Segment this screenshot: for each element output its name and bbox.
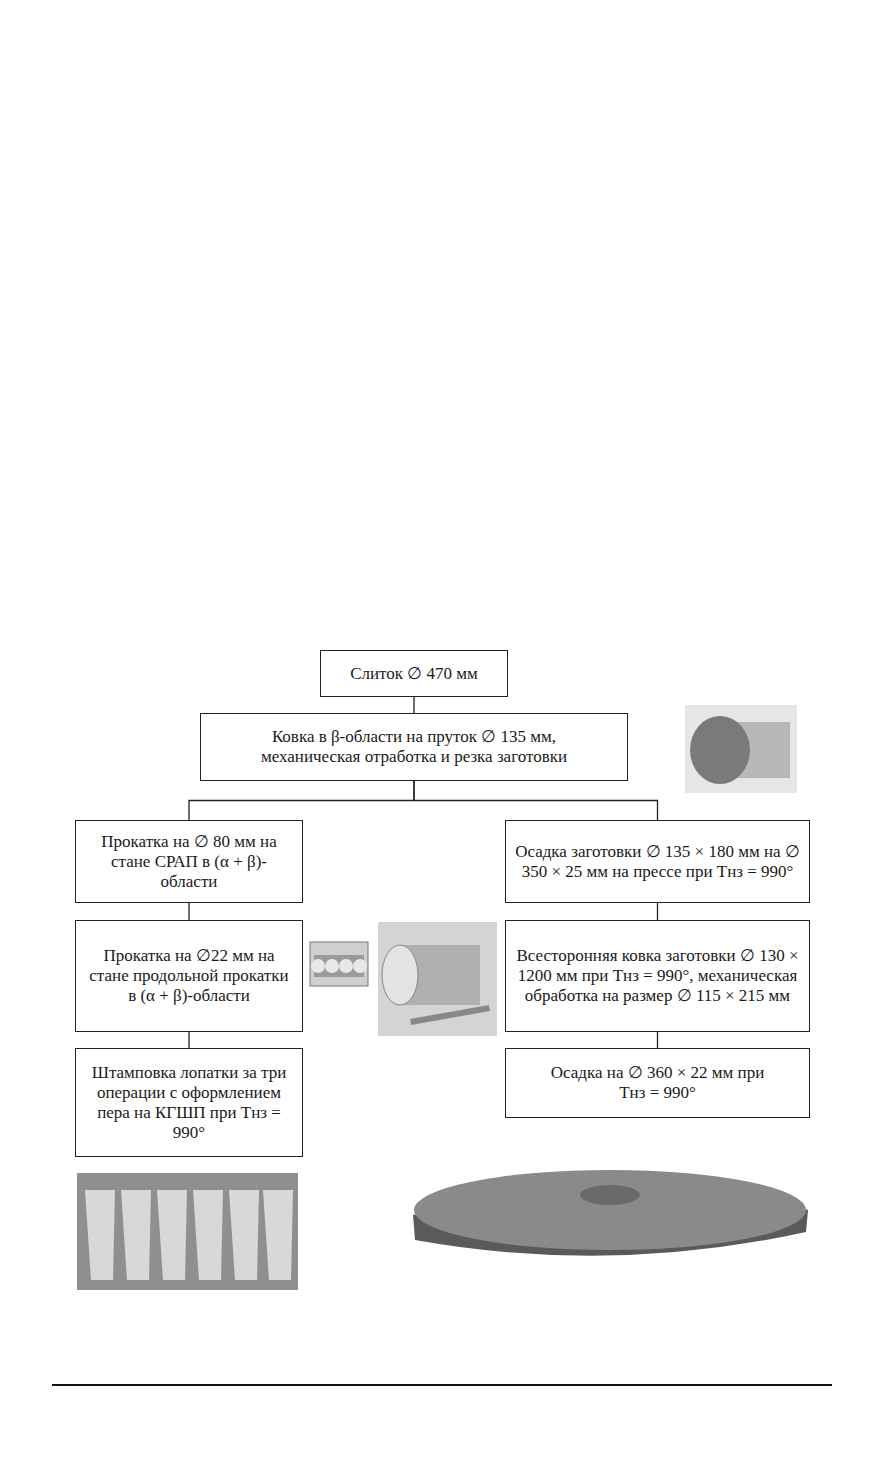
box-text: Осадка на ∅ 360 × 22 мм при Tнз = 990° [538, 1063, 778, 1103]
connector-line [414, 781, 658, 820]
text-wrap: Осадка заготовки ∅ 135 × 180 мм на ∅ 350… [515, 842, 800, 882]
rods-photo [310, 942, 368, 986]
process-box: Прокатка на ∅22 мм на стане продольной п… [75, 920, 303, 1032]
box-text: Ковка в β-области на пруток ∅ 135 мм, ме… [242, 727, 587, 767]
blades-photo [77, 1173, 298, 1290]
process-box: Слиток ∅ 470 мм [320, 650, 508, 697]
process-box: Осадка на ∅ 360 × 22 мм при Tнз = 990° [505, 1048, 810, 1118]
page-rule [52, 1384, 832, 1386]
connector-line [657, 903, 658, 920]
box-text: Штамповка лопатки за три операции с офор… [84, 1063, 294, 1143]
process-box: Осадка заготовки ∅ 135 × 180 мм на ∅ 350… [505, 820, 810, 903]
box-text: Осадка заготовки ∅ 135 × 180 мм на ∅ 350… [515, 842, 800, 882]
disk-photo [413, 1170, 808, 1256]
process-box: Всесторонняя ковка заготовки ∅ 130 × 120… [505, 920, 810, 1032]
connector-line [188, 903, 189, 920]
box-text: Всесторонняя ковка заготовки ∅ 130 × 120… [515, 946, 800, 1006]
text-wrap: Штамповка лопатки за три операции с офор… [84, 1063, 294, 1143]
process-box: Прокатка на ∅ 80 мм на стане СРАП в (α +… [75, 820, 303, 903]
connector-line [189, 781, 414, 820]
bar-photo [685, 705, 797, 793]
text-wrap: Ковка в β-области на пруток ∅ 135 мм, ме… [242, 727, 587, 767]
text-wrap: Всесторонняя ковка заготовки ∅ 130 × 120… [515, 946, 800, 1006]
box-text: Слиток ∅ 470 мм [350, 664, 478, 684]
text-wrap: Слиток ∅ 470 мм [350, 664, 478, 684]
process-box: Ковка в β-области на пруток ∅ 135 мм, ме… [200, 713, 628, 781]
connector-line [413, 697, 414, 713]
connector-line [188, 1032, 189, 1048]
text-wrap: Прокатка на ∅22 мм на стане продольной п… [89, 946, 289, 1006]
text-wrap: Прокатка на ∅ 80 мм на стане СРАП в (α +… [89, 832, 289, 892]
box-text: Прокатка на ∅ 80 мм на стане СРАП в (α +… [89, 832, 289, 892]
box-text: Прокатка на ∅22 мм на стане продольной п… [89, 946, 289, 1006]
billet-photo [378, 922, 497, 1036]
connector-line [657, 1032, 658, 1048]
text-wrap: Осадка на ∅ 360 × 22 мм при Tнз = 990° [538, 1063, 778, 1103]
process-box: Штамповка лопатки за три операции с офор… [75, 1048, 303, 1157]
